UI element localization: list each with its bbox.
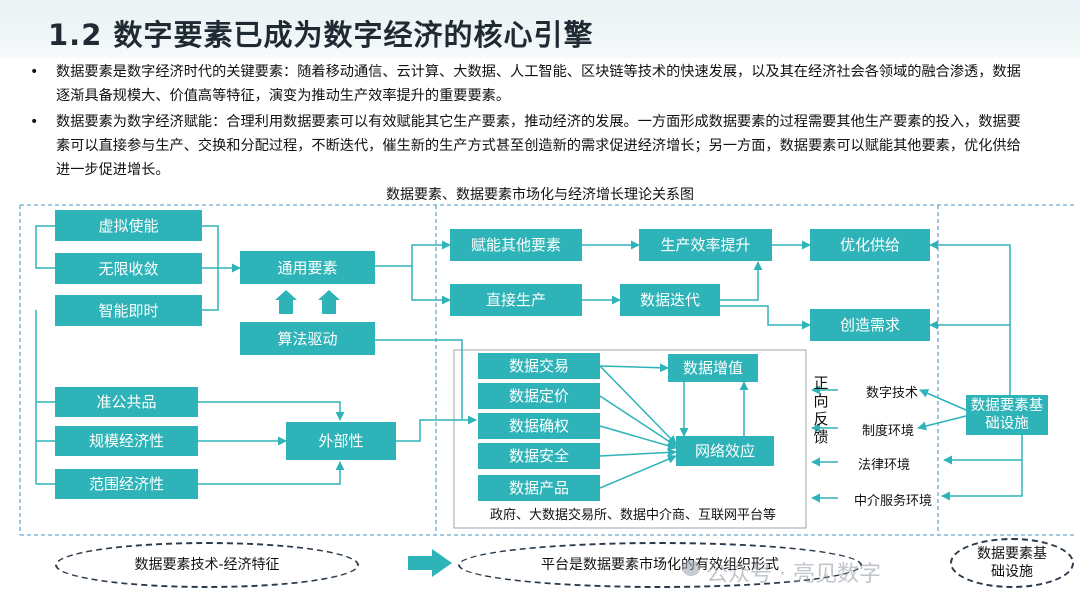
page-title: 1.2 数字要素已成为数字经济的核心引擎 xyxy=(48,18,594,52)
node-zhineng: 智能即时 xyxy=(55,295,202,326)
node-wangluo: 网络效应 xyxy=(676,436,774,466)
node-jiaoyi: 数据交易 xyxy=(478,353,600,379)
node-jichu: 数据要素基础设施 xyxy=(966,395,1048,435)
node-chanpin: 数据产品 xyxy=(478,475,600,501)
node-tongyong: 通用要素 xyxy=(240,251,375,284)
env-law: 法律环境 xyxy=(858,458,911,473)
header-band xyxy=(0,0,1080,58)
node-guimo: 规模经济性 xyxy=(55,426,198,456)
node-suanfa: 算法驱动 xyxy=(240,322,375,355)
bullet-1: • 数据要素是数字经济时代的关键要素：随着移动通信、云计算、大数据、人工智能、区… xyxy=(30,60,1030,108)
watermark: 公众号 · 亮见数字 xyxy=(706,562,881,587)
node-anquan: 数据安全 xyxy=(478,443,600,469)
bottom-ellipse-left: 数据要素技术-经济特征 xyxy=(55,542,359,588)
node-funeng: 赋能其他要素 xyxy=(450,229,582,261)
diagram-title: 数据要素、数据要素市场化与经济增长理论关系图 xyxy=(386,187,694,203)
bullet-2: • 数据要素为数字经济赋能：合理利用数据要素可以有效赋能其它生产要素，推动经济的… xyxy=(30,110,1030,182)
node-zhungong: 准公共品 xyxy=(55,387,198,417)
node-zengzhi: 数据增值 xyxy=(668,354,758,382)
feedback-label: 正向反馈 xyxy=(813,374,829,446)
node-wuxian: 无限收敛 xyxy=(55,253,202,284)
platform-note: 政府、大数据交易所、数据中介商、互联网平台等 xyxy=(490,508,777,523)
bottom-ellipse-right: 数据要素基础设施 xyxy=(950,538,1074,588)
node-xuni: 虚拟使能 xyxy=(55,210,202,241)
node-diedai: 数据迭代 xyxy=(620,284,720,316)
node-shengchan: 生产效率提升 xyxy=(639,229,772,261)
bullet-dot: • xyxy=(30,114,39,130)
node-chuangzao: 创造需求 xyxy=(810,309,930,341)
env-institution: 制度环境 xyxy=(862,424,915,439)
node-youhua: 优化供给 xyxy=(810,229,930,261)
node-quequan: 数据确权 xyxy=(478,413,600,439)
env-intermediary: 中介服务环境 xyxy=(854,494,933,509)
bottom-ellipse-middle: 平台是数据要素市场化的有效组织形式 xyxy=(458,542,862,588)
bullet-dot: • xyxy=(30,64,39,80)
bullet-text: 数据要素是数字经济时代的关键要素：随着移动通信、云计算、大数据、人工智能、区块链… xyxy=(56,64,1021,104)
node-waibu: 外部性 xyxy=(286,422,396,460)
env-digital-tech: 数字技术 xyxy=(866,386,919,401)
node-zhijie: 直接生产 xyxy=(450,284,582,316)
wechat-icon xyxy=(682,560,700,576)
node-fanwei: 范围经济性 xyxy=(55,469,198,499)
bullet-text: 数据要素为数字经济赋能：合理利用数据要素可以有效赋能其它生产要素，推动经济的发展… xyxy=(56,114,1021,178)
node-dingjia: 数据定价 xyxy=(478,383,600,409)
